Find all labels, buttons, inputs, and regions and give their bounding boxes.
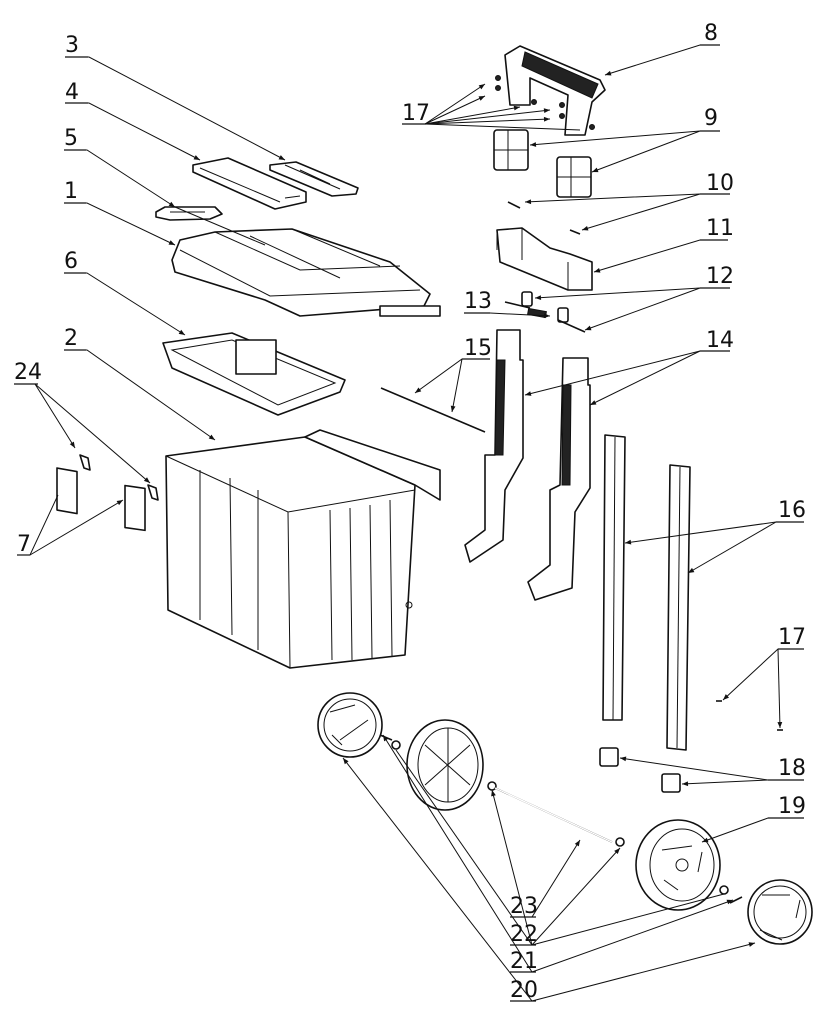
callout-labels: 3 4 5 1 6 2 24 7 8 17 9 10 11 12 13 14 1… — [14, 21, 806, 1003]
callout-5: 5 — [64, 126, 78, 151]
callout-18: 18 — [778, 756, 806, 781]
callout-13: 13 — [464, 289, 492, 314]
part-15-rod — [380, 387, 486, 433]
part-1-lid — [171, 228, 441, 317]
part-16-outer-rails — [602, 434, 691, 751]
callout-10: 10 — [706, 171, 734, 196]
part-14-inner-tubes — [464, 329, 591, 601]
part-17-screws-top — [495, 75, 595, 130]
callout-17-right: 17 — [778, 625, 806, 650]
callout-9: 9 — [704, 106, 718, 131]
callout-23: 23 — [510, 894, 538, 919]
part-8-handle-grip — [504, 45, 606, 136]
callout-20: 20 — [510, 978, 538, 1003]
part-18-rail-end-caps — [599, 747, 681, 793]
callout-19: 19 — [778, 794, 806, 819]
callout-6: 6 — [64, 249, 78, 274]
part-11-handle-base — [496, 227, 593, 291]
callout-21: 21 — [510, 949, 538, 974]
callout-7: 7 — [17, 532, 31, 557]
part-3-latch-plate — [269, 161, 359, 197]
callout-16: 16 — [778, 498, 806, 523]
part-24-clip-springs — [79, 454, 159, 501]
callout-4: 4 — [65, 80, 79, 105]
part-2-box-body — [165, 429, 441, 669]
part-4-lid-handle — [192, 157, 307, 210]
callout-8: 8 — [704, 21, 718, 46]
part-6-tray — [162, 332, 346, 416]
callout-14: 14 — [706, 328, 734, 353]
part-9-end-caps — [493, 129, 592, 198]
callout-11: 11 — [706, 216, 734, 241]
callout-1: 1 — [64, 179, 78, 204]
callout-24: 24 — [14, 360, 42, 385]
part-19-wheels — [406, 719, 721, 911]
part-12-locking-buttons — [504, 291, 586, 333]
part-5-latch — [155, 206, 223, 221]
part-20-hub-caps — [317, 692, 813, 945]
part-23-axle — [494, 787, 613, 843]
callout-22: 22 — [510, 922, 538, 947]
part-7-side-clips — [56, 467, 146, 532]
part-17-screws-right — [716, 700, 783, 731]
callout-2: 2 — [64, 326, 78, 351]
callout-12: 12 — [706, 264, 734, 289]
callout-17-top: 17 — [402, 101, 430, 126]
part-10-pins — [507, 201, 581, 235]
callout-15: 15 — [464, 336, 492, 361]
callout-3: 3 — [65, 33, 79, 58]
